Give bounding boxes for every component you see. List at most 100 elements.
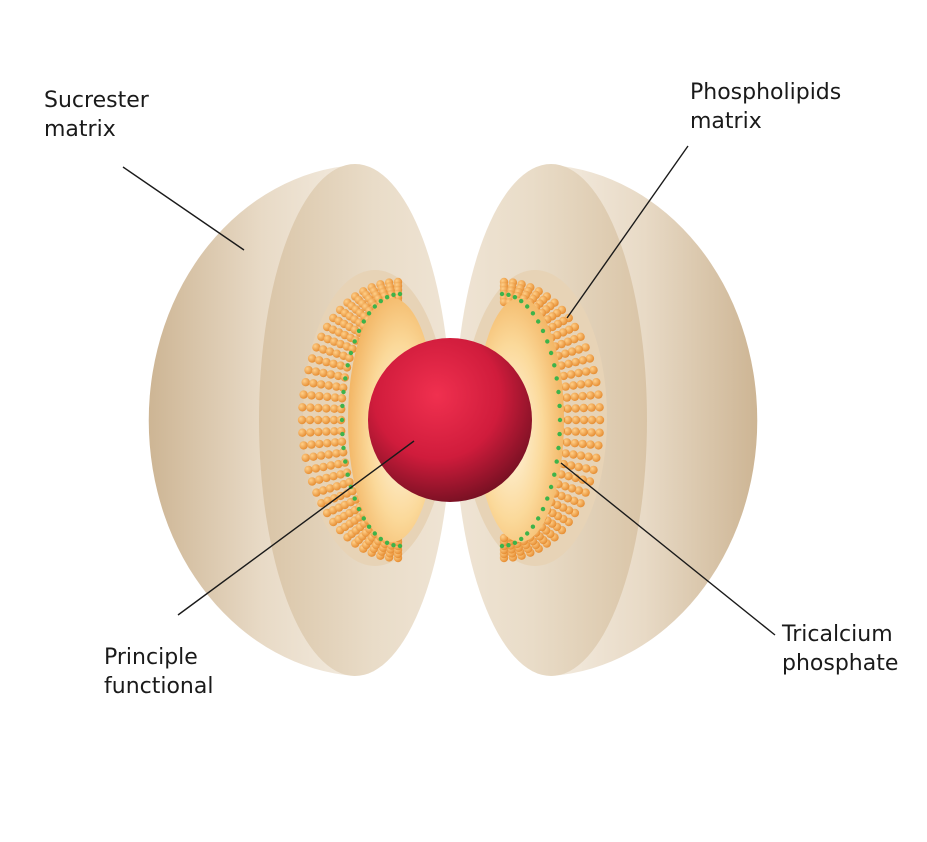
phospholipid-bead <box>586 391 595 400</box>
phospholipid-bead <box>574 345 583 354</box>
phospholipid-bead <box>585 477 595 486</box>
tricalcium-dot <box>340 431 345 437</box>
phospholipid-bead <box>315 356 324 365</box>
phospholipid-bead <box>325 347 335 356</box>
phospholipid-bead <box>305 415 315 425</box>
phospholipid-bead <box>584 379 593 388</box>
phospholipid-bead <box>592 453 601 462</box>
phospholipid-bead <box>336 361 345 370</box>
tricalcium-dot <box>372 304 377 309</box>
phospholipid-bead <box>306 403 315 412</box>
phospholipid-bead <box>579 403 588 413</box>
phospholipid-bead <box>297 415 307 425</box>
tricalcium-dot <box>345 472 350 477</box>
phospholipid-bead <box>304 365 313 375</box>
phospholipid-bead <box>578 439 587 449</box>
phospholipid-bead <box>567 484 577 493</box>
phospholipid-bead <box>330 393 340 402</box>
tricalcium-dot <box>506 543 511 548</box>
phospholipid-bead <box>314 403 323 413</box>
phospholipid-bead <box>559 371 568 381</box>
phospholipid-bead <box>571 415 581 425</box>
phospholipid-bead <box>309 452 318 461</box>
phospholipid-bead <box>576 380 586 389</box>
phospholipid-bead <box>592 378 601 387</box>
phospholipid-bead <box>567 347 577 356</box>
tricalcium-dot <box>397 543 403 549</box>
phospholipid-bead <box>563 427 572 436</box>
tricalcium-dot <box>519 536 524 542</box>
phospholipid-bead <box>329 359 338 368</box>
tricalcium-dot <box>556 445 561 451</box>
tricalcium-dot <box>554 376 559 381</box>
tricalcium-dot <box>343 459 348 464</box>
tricalcium-dot <box>339 417 345 423</box>
phospholipid-bead <box>576 451 586 460</box>
phospholipid-bead <box>571 427 580 436</box>
phospholipid-bead <box>585 354 595 363</box>
tricalcium-layer-right <box>499 291 563 549</box>
phospholipid-bead <box>312 343 321 352</box>
tricalcium-dot <box>361 319 366 324</box>
phospholipid-bead <box>569 450 578 459</box>
phospholipid-bead <box>330 438 340 447</box>
phospholipid-bead <box>315 439 324 449</box>
phospholipid-bead <box>576 499 585 508</box>
phospholipid-bead <box>312 488 321 497</box>
label-phospholipids-matrix: Phospholipids matrix <box>690 80 842 134</box>
tricalcium-dot <box>341 389 346 395</box>
phospholipid-bead <box>332 349 341 358</box>
phospholipid-bead <box>298 428 307 437</box>
phospholipid-bead <box>322 427 331 436</box>
tricalcium-dot <box>557 403 562 409</box>
phospholipid-bead <box>564 472 573 481</box>
phospholipid-bead <box>587 403 596 412</box>
phospholipid-bead <box>332 449 341 458</box>
phospholipid-bead <box>309 379 318 388</box>
phospholipid-bead <box>569 381 578 390</box>
phospholipid-bead <box>563 404 572 413</box>
phospholipid-bead <box>323 439 332 448</box>
phospholipid-bead <box>301 453 310 462</box>
tricalcium-dot <box>548 350 554 356</box>
phospholipid-bead <box>334 459 343 469</box>
tricalcium-dot <box>556 389 561 395</box>
leader-tricalcium <box>560 462 776 636</box>
phospholipid-bead <box>313 415 323 425</box>
label-sucrester-matrix: Sucrester matrix <box>44 88 149 142</box>
label-tricalcium-phosphate: Tricalcium phosphate <box>782 622 899 676</box>
phospholipid-bead <box>589 365 598 375</box>
phospholipid-bead <box>557 339 566 349</box>
tricalcium-dot <box>540 328 546 334</box>
phospholipid-bead <box>584 452 593 461</box>
tricalcium-dot <box>519 298 524 304</box>
phospholipid-bead <box>325 484 335 493</box>
phospholipid-bead <box>307 440 316 449</box>
phospholipid-bead <box>299 390 308 399</box>
tricalcium-dot <box>356 506 362 512</box>
tricalcium-dot <box>548 484 554 490</box>
tricalcium-dot <box>348 350 354 356</box>
phospholipid-bead <box>579 427 588 437</box>
tricalcium-dot <box>554 459 559 464</box>
phospholipid-bead <box>334 371 343 381</box>
tricalcium-dot <box>525 304 530 309</box>
phospholipid-bead <box>330 404 339 413</box>
phospholipid-bead <box>595 428 604 437</box>
phospholipid-bead <box>298 403 307 412</box>
tricalcium-dot <box>352 339 357 344</box>
phospholipid-bead <box>570 335 579 344</box>
phospholipid-bead <box>316 380 326 389</box>
tricalcium-dot <box>397 291 403 297</box>
phospholipid-bead <box>332 382 341 391</box>
phospholipid-bead <box>330 337 339 346</box>
tricalcium-dot <box>506 292 511 297</box>
phospholipid-bead <box>319 368 328 378</box>
tricalcium-dot <box>545 496 550 501</box>
phospholipid-bead <box>574 462 583 472</box>
phospholipid-bead <box>336 339 345 349</box>
phospholipid-bead <box>317 332 326 341</box>
phospholipid-bead <box>317 499 326 508</box>
phospholipid-bead <box>322 473 331 483</box>
phospholipid-bead <box>330 427 339 436</box>
